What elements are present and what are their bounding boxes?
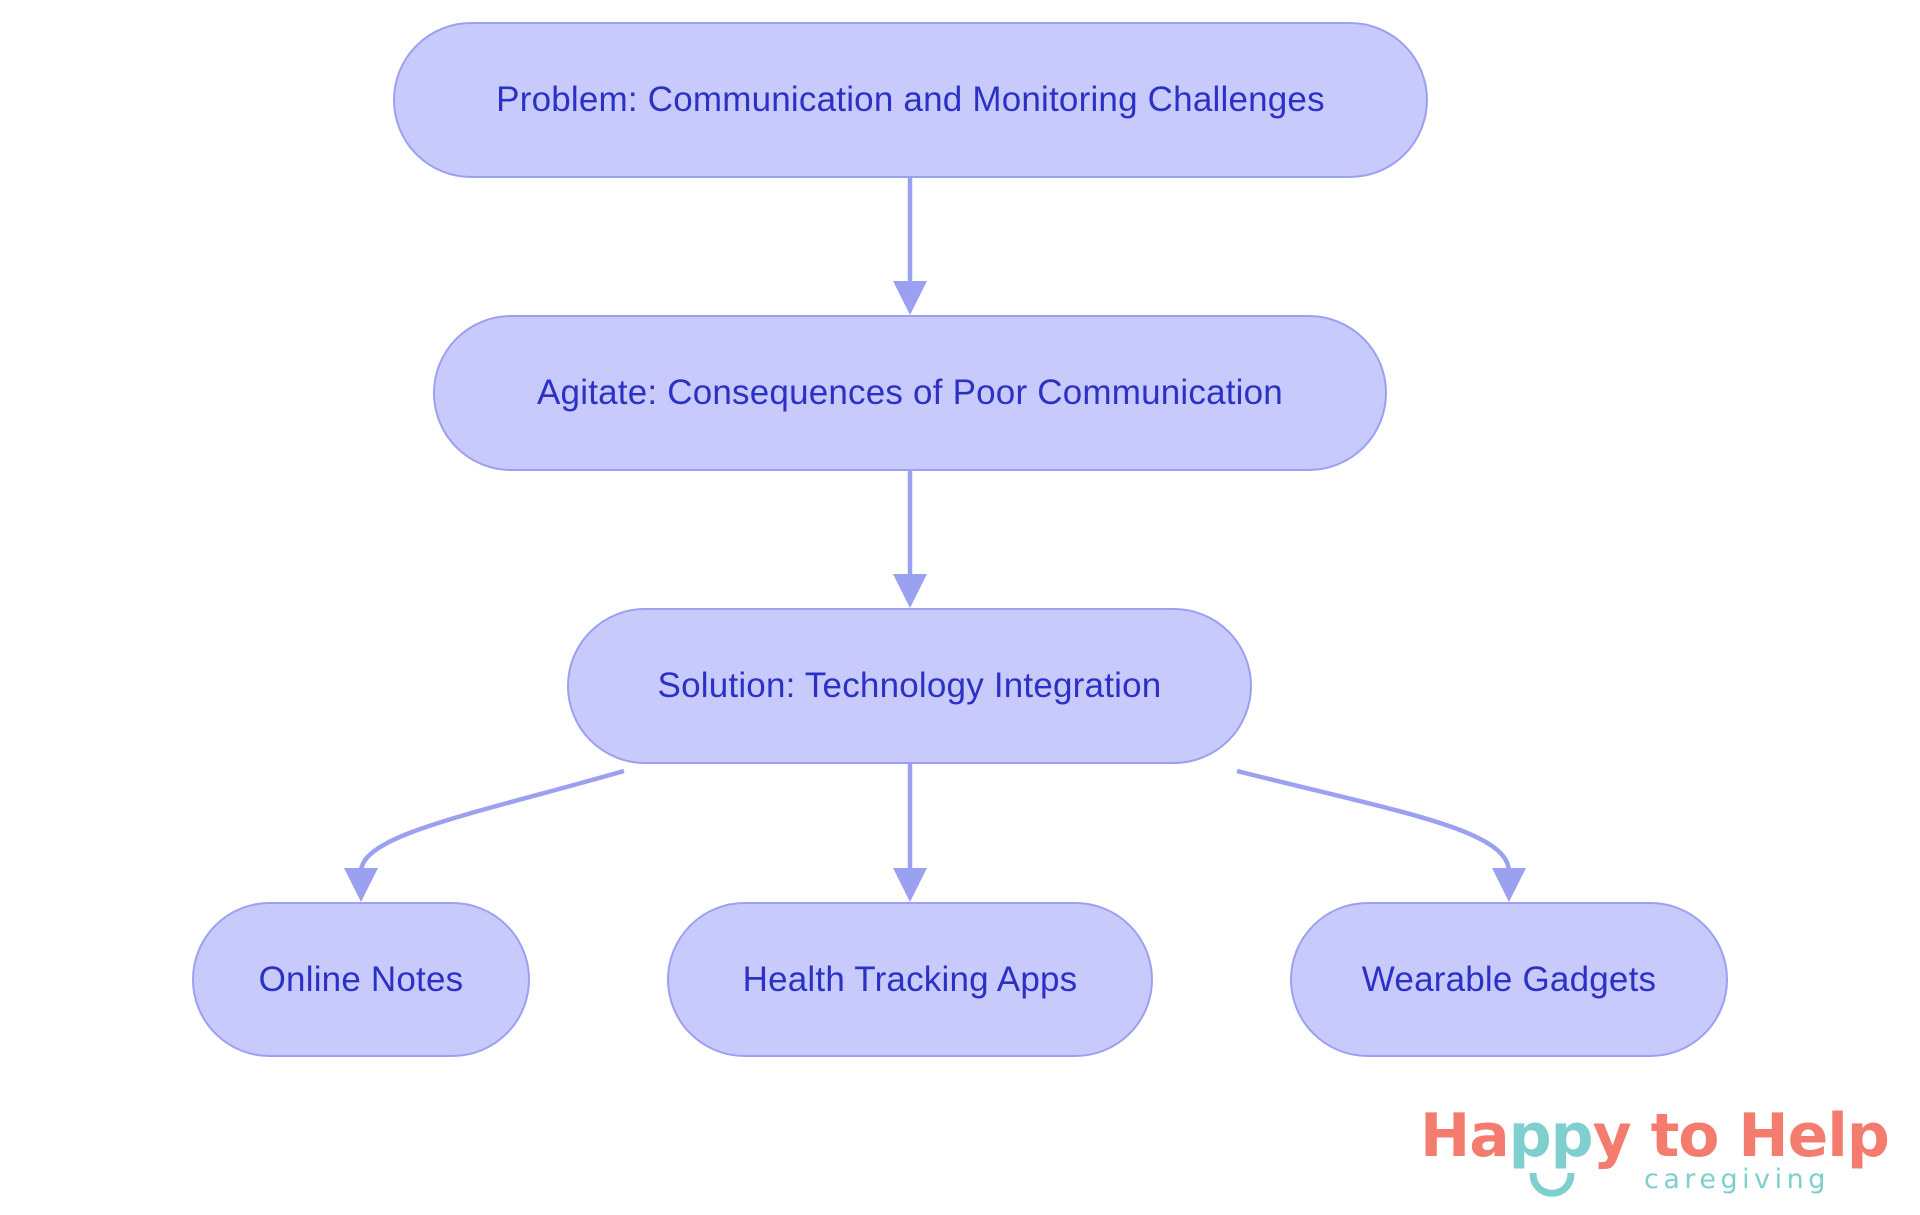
logo-tagline: caregiving xyxy=(1644,1164,1830,1195)
edge-solution-to-wearable xyxy=(1236,768,1512,873)
smile-icon xyxy=(1529,1172,1575,1197)
node-agitate[interactable]: Agitate: Consequences of Poor Communicat… xyxy=(433,315,1387,471)
arrowhead-wearable xyxy=(1492,868,1526,902)
node-health-tracking-apps-label: Health Tracking Apps xyxy=(742,959,1078,999)
arrowhead-notes xyxy=(344,868,378,902)
node-agitate-label: Agitate: Consequences of Poor Communicat… xyxy=(537,373,1283,412)
edge-solution-to-notes xyxy=(358,768,625,873)
logo-text-part3: y to Help xyxy=(1592,1101,1890,1171)
happy-to-help-logo: Happy to Help caregiving xyxy=(1420,1100,1890,1210)
node-solution[interactable]: Solution: Technology Integration xyxy=(567,608,1252,764)
node-online-notes-label: Online Notes xyxy=(258,959,464,999)
node-wearable-gadgets-label: Wearable Gadgets xyxy=(1361,959,1657,999)
node-online-notes[interactable]: Online Notes xyxy=(192,902,530,1057)
node-problem-label: Problem: Communication and Monitoring Ch… xyxy=(496,80,1325,119)
node-wearable-gadgets[interactable]: Wearable Gadgets xyxy=(1290,902,1728,1057)
node-health-tracking-apps[interactable]: Health Tracking Apps xyxy=(667,902,1153,1057)
arrowhead-health xyxy=(893,868,927,902)
logo-wordmark: Happy to Help xyxy=(1420,1100,1890,1172)
logo-text-part2: pp xyxy=(1508,1101,1594,1171)
node-problem[interactable]: Problem: Communication and Monitoring Ch… xyxy=(393,22,1428,178)
node-solution-label: Solution: Technology Integration xyxy=(657,666,1162,705)
arrowhead-agitate xyxy=(893,281,927,315)
logo-text-part1: Ha xyxy=(1420,1101,1510,1171)
arrowhead-solution xyxy=(893,574,927,608)
